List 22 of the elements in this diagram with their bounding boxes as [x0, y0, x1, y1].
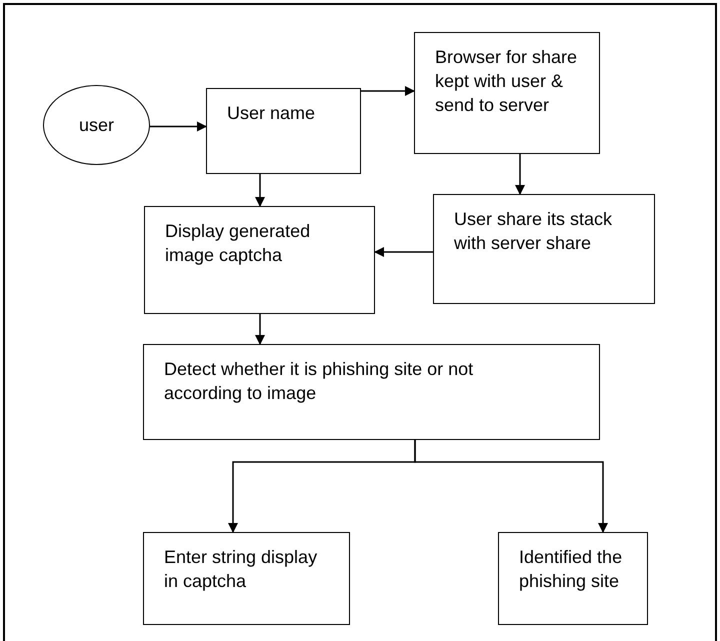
arrow — [414, 440, 608, 533]
process-box — [498, 532, 648, 625]
arrow — [255, 174, 265, 207]
node-text: Detect whether it is phishing site or not according to image — [164, 358, 474, 405]
node-text: user — [78, 114, 114, 137]
node-text: Browser for share kept with user & send to server — [435, 46, 578, 117]
process-box — [143, 344, 600, 440]
process-box — [414, 32, 600, 154]
node-text: User name — [227, 102, 316, 125]
process-box — [433, 194, 655, 304]
node-text: User share its stack with server share — [454, 208, 614, 255]
process-box — [143, 532, 350, 625]
node-text: Display generated image captcha — [165, 220, 312, 267]
arrow — [255, 314, 265, 345]
arrow — [515, 154, 525, 195]
arrow — [374, 247, 433, 257]
arrow — [361, 86, 415, 96]
node-text: Identified the phishing site — [519, 546, 624, 593]
node-text: Enter string display in captcha — [164, 546, 318, 593]
process-box — [144, 206, 375, 314]
arrow — [150, 122, 207, 132]
process-box — [206, 88, 361, 174]
